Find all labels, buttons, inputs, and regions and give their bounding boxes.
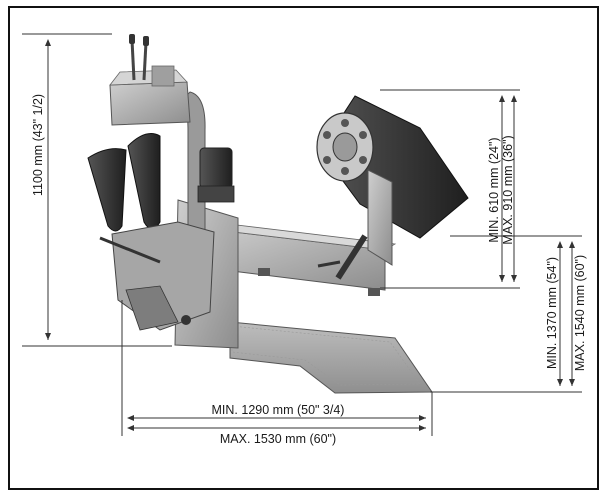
right-cone: [127, 133, 161, 230]
chuck-assembly: [316, 95, 469, 266]
base-min-label: MIN. 1370 mm (54"): [545, 257, 559, 369]
column-max-label: MAX. 910 mm (36"): [501, 135, 515, 244]
machine-illustration: [87, 34, 469, 394]
base-plate: [229, 321, 433, 394]
base-max-label: MAX. 1540 mm (60"): [573, 255, 587, 371]
width-max-label: MAX. 1530 mm (60"): [220, 432, 336, 446]
width-min-label: MIN. 1290 mm (50" 3/4): [212, 403, 345, 417]
column-min-label: MIN. 610 mm (24"): [487, 137, 501, 242]
dimension-lines: [22, 33, 582, 436]
control-box: [109, 81, 191, 126]
motor: [199, 147, 233, 189]
height-label: 1100 mm (43" 1/2): [31, 94, 45, 196]
left-cone: [87, 148, 127, 232]
